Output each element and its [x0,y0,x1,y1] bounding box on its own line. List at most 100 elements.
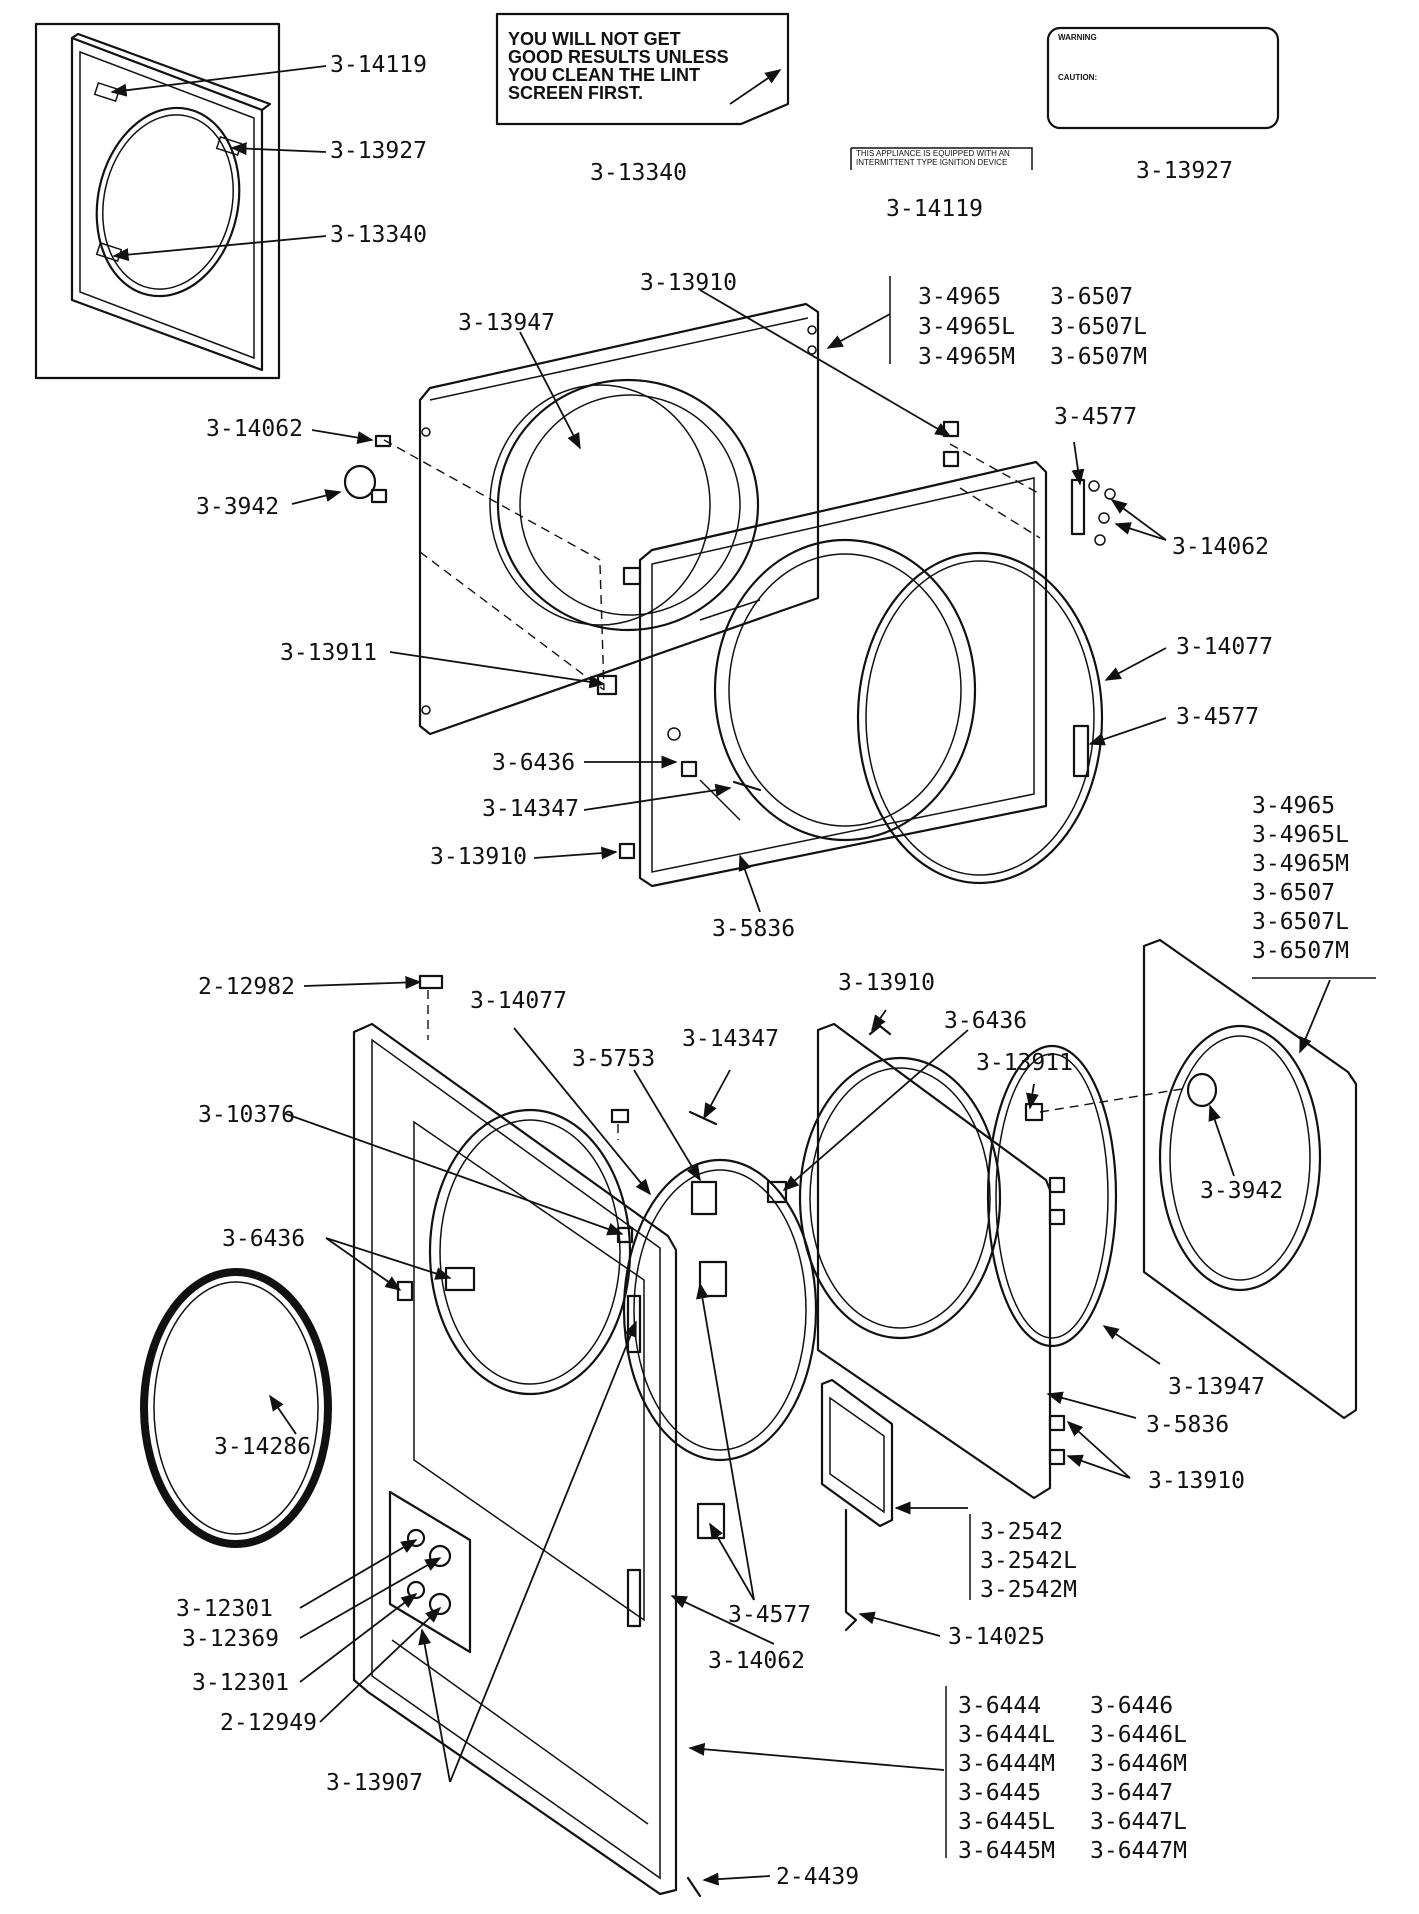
upper-label-14062-right: 3-14062 [1172,534,1269,560]
lower-label-14025: 3-14025 [948,1624,1045,1650]
lint-screen-part-item: 3-2542 [980,1519,1064,1545]
lower-back-panel [1142,938,1358,1420]
upper-label-13947: 3-13947 [458,310,555,336]
upper-hardware [343,420,1116,860]
upper-label-6436: 3-6436 [492,750,576,776]
lint-decal-part-number: 3-13340 [590,160,687,186]
upper-group-b-item: 3-6507L [1050,314,1147,340]
lower-label-13911: 3-13911 [976,1050,1073,1076]
lint-screen [820,1378,894,1632]
right-model-list: 3-4965 3-4965L 3-4965M 3-6507 3-6507L 3-… [1252,792,1349,966]
door-part-item: 3-6447 [1090,1780,1174,1806]
lower-label-12301-a: 3-12301 [176,1596,273,1622]
upper-group-b-item: 3-6507 [1050,284,1134,310]
lower-label-13907: 3-13907 [326,1770,423,1796]
lower-label-4577: 3-4577 [728,1602,812,1628]
lower-door-outer [352,1022,678,1896]
door-part-item: 3-6445 [958,1780,1042,1806]
warning-decal [1046,26,1280,130]
upper-label-14347: 3-14347 [482,796,579,822]
inset-label-3-13340: 3-13340 [330,222,427,248]
leader-3-13340-inset [112,235,327,262]
lower-label-5836: 3-5836 [1146,1412,1230,1438]
lower-label-10376: 3-10376 [198,1102,295,1128]
leader-3-14119-inset [110,65,327,97]
ignition-decal-part-number: 3-14119 [886,196,983,222]
lower-door-seal [140,1268,332,1548]
inset-box [34,22,281,380]
warning-heading: WARNING [1058,33,1097,42]
lower-label-5753: 3-5753 [572,1046,656,1072]
lower-label-6436-top: 3-6436 [944,1008,1028,1034]
door-part-item: 3-6446 [1090,1693,1174,1719]
right-model-item: 3-4965L [1252,822,1349,848]
lower-label-13947: 3-13947 [1168,1374,1265,1400]
inset-label-3-13927: 3-13927 [330,138,427,164]
door-part-item: 3-6444L [958,1722,1055,1748]
lower-label-12369: 3-12369 [182,1626,279,1652]
caution-heading: CAUTION: [1058,73,1098,82]
lower-label-3942: 3-3942 [1200,1178,1284,1204]
lower-label-6436-left: 3-6436 [222,1226,306,1252]
lint-decal-text: YOU WILL NOT GET GOOD RESULTS UNLESS YOU… [508,29,729,103]
upper-label-13910-top: 3-13910 [640,270,737,296]
lint-screen-part-item: 3-2542M [980,1577,1077,1603]
upper-label-13910-bottom: 3-13910 [430,844,527,870]
upper-label-14062-left: 3-14062 [206,416,303,442]
lower-label-13910-right: 3-13910 [1148,1468,1245,1494]
door-part-item: 3-6446M [1090,1751,1187,1777]
lower-label-14286: 3-14286 [214,1434,311,1460]
upper-door-inner-panel [418,302,820,736]
warning-decal-part-number: 3-13927 [1136,158,1233,184]
right-model-item: 3-4965 [1252,793,1336,819]
upper-knob-3942 [343,464,377,500]
lower-gasket-ring [986,1044,1118,1348]
upper-label-13911: 3-13911 [280,640,377,666]
upper-group-a-item: 3-4965 [918,284,1002,310]
door-part-item: 3-6447M [1090,1838,1187,1864]
lower-label-12301-b: 3-12301 [192,1670,289,1696]
lower-door-inner-panel [798,1022,1066,1500]
inset-label-3-14119: 3-14119 [330,52,427,78]
lower-window-ring [622,1158,818,1462]
lower-label-14077: 3-14077 [470,988,567,1014]
door-part-item: 3-6444 [958,1693,1042,1719]
right-model-item: 3-6507M [1252,938,1349,964]
lower-label-2-12982: 2-12982 [198,974,295,1000]
right-model-item: 3-6507L [1252,909,1349,935]
upper-group-a-item: 3-4965L [918,314,1015,340]
upper-group-a-list: 3-4965 3-4965L 3-4965M [918,282,1015,372]
upper-label-5836: 3-5836 [712,916,796,942]
door-part-item: 3-6445L [958,1809,1055,1835]
door-part-item: 3-6445M [958,1838,1055,1864]
lower-label-14062: 3-14062 [708,1648,805,1674]
door-part-item: 3-6444M [958,1751,1055,1777]
door-part-item: 3-6446L [1090,1722,1187,1748]
lower-label-2-4439: 2-4439 [776,1864,860,1890]
lint-screen-part-list: 3-2542 3-2542L 3-2542M [980,1518,1077,1605]
door-part-list-b: 3-6446 3-6446L 3-6446M 3-6447 3-6447L 3-… [1090,1692,1187,1866]
lower-label-14347: 3-14347 [682,1026,779,1052]
upper-label-4577-mid: 3-4577 [1176,704,1260,730]
lint-screen-decal [495,12,790,126]
right-model-item: 3-4965M [1252,851,1349,877]
lower-knob-3942 [1186,1072,1218,1108]
upper-label-3942: 3-3942 [196,494,280,520]
upper-group-a-item: 3-4965M [918,344,1015,370]
ignition-decal [850,147,1033,170]
upper-gasket-ring [856,551,1104,885]
door-part-item: 3-6447L [1090,1809,1187,1835]
upper-label-14077: 3-14077 [1176,634,1273,660]
leader-3-13927-inset [230,142,327,156]
ignition-decal-text: THIS APPLIANCE IS EQUIPPED WITH AN INTER… [856,149,1010,167]
upper-door-front-panel [638,460,1048,888]
door-part-list-a: 3-6444 3-6444L 3-6444M 3-6445 3-6445L 3-… [958,1692,1055,1866]
upper-label-4577-top: 3-4577 [1054,404,1138,430]
upper-group-b-item: 3-6507M [1050,344,1147,370]
lower-label-2-12949: 2-12949 [220,1710,317,1736]
right-model-item: 3-6507 [1252,880,1336,906]
lint-screen-part-item: 3-2542L [980,1548,1077,1574]
upper-group-b-list: 3-6507 3-6507L 3-6507M [1050,282,1147,372]
